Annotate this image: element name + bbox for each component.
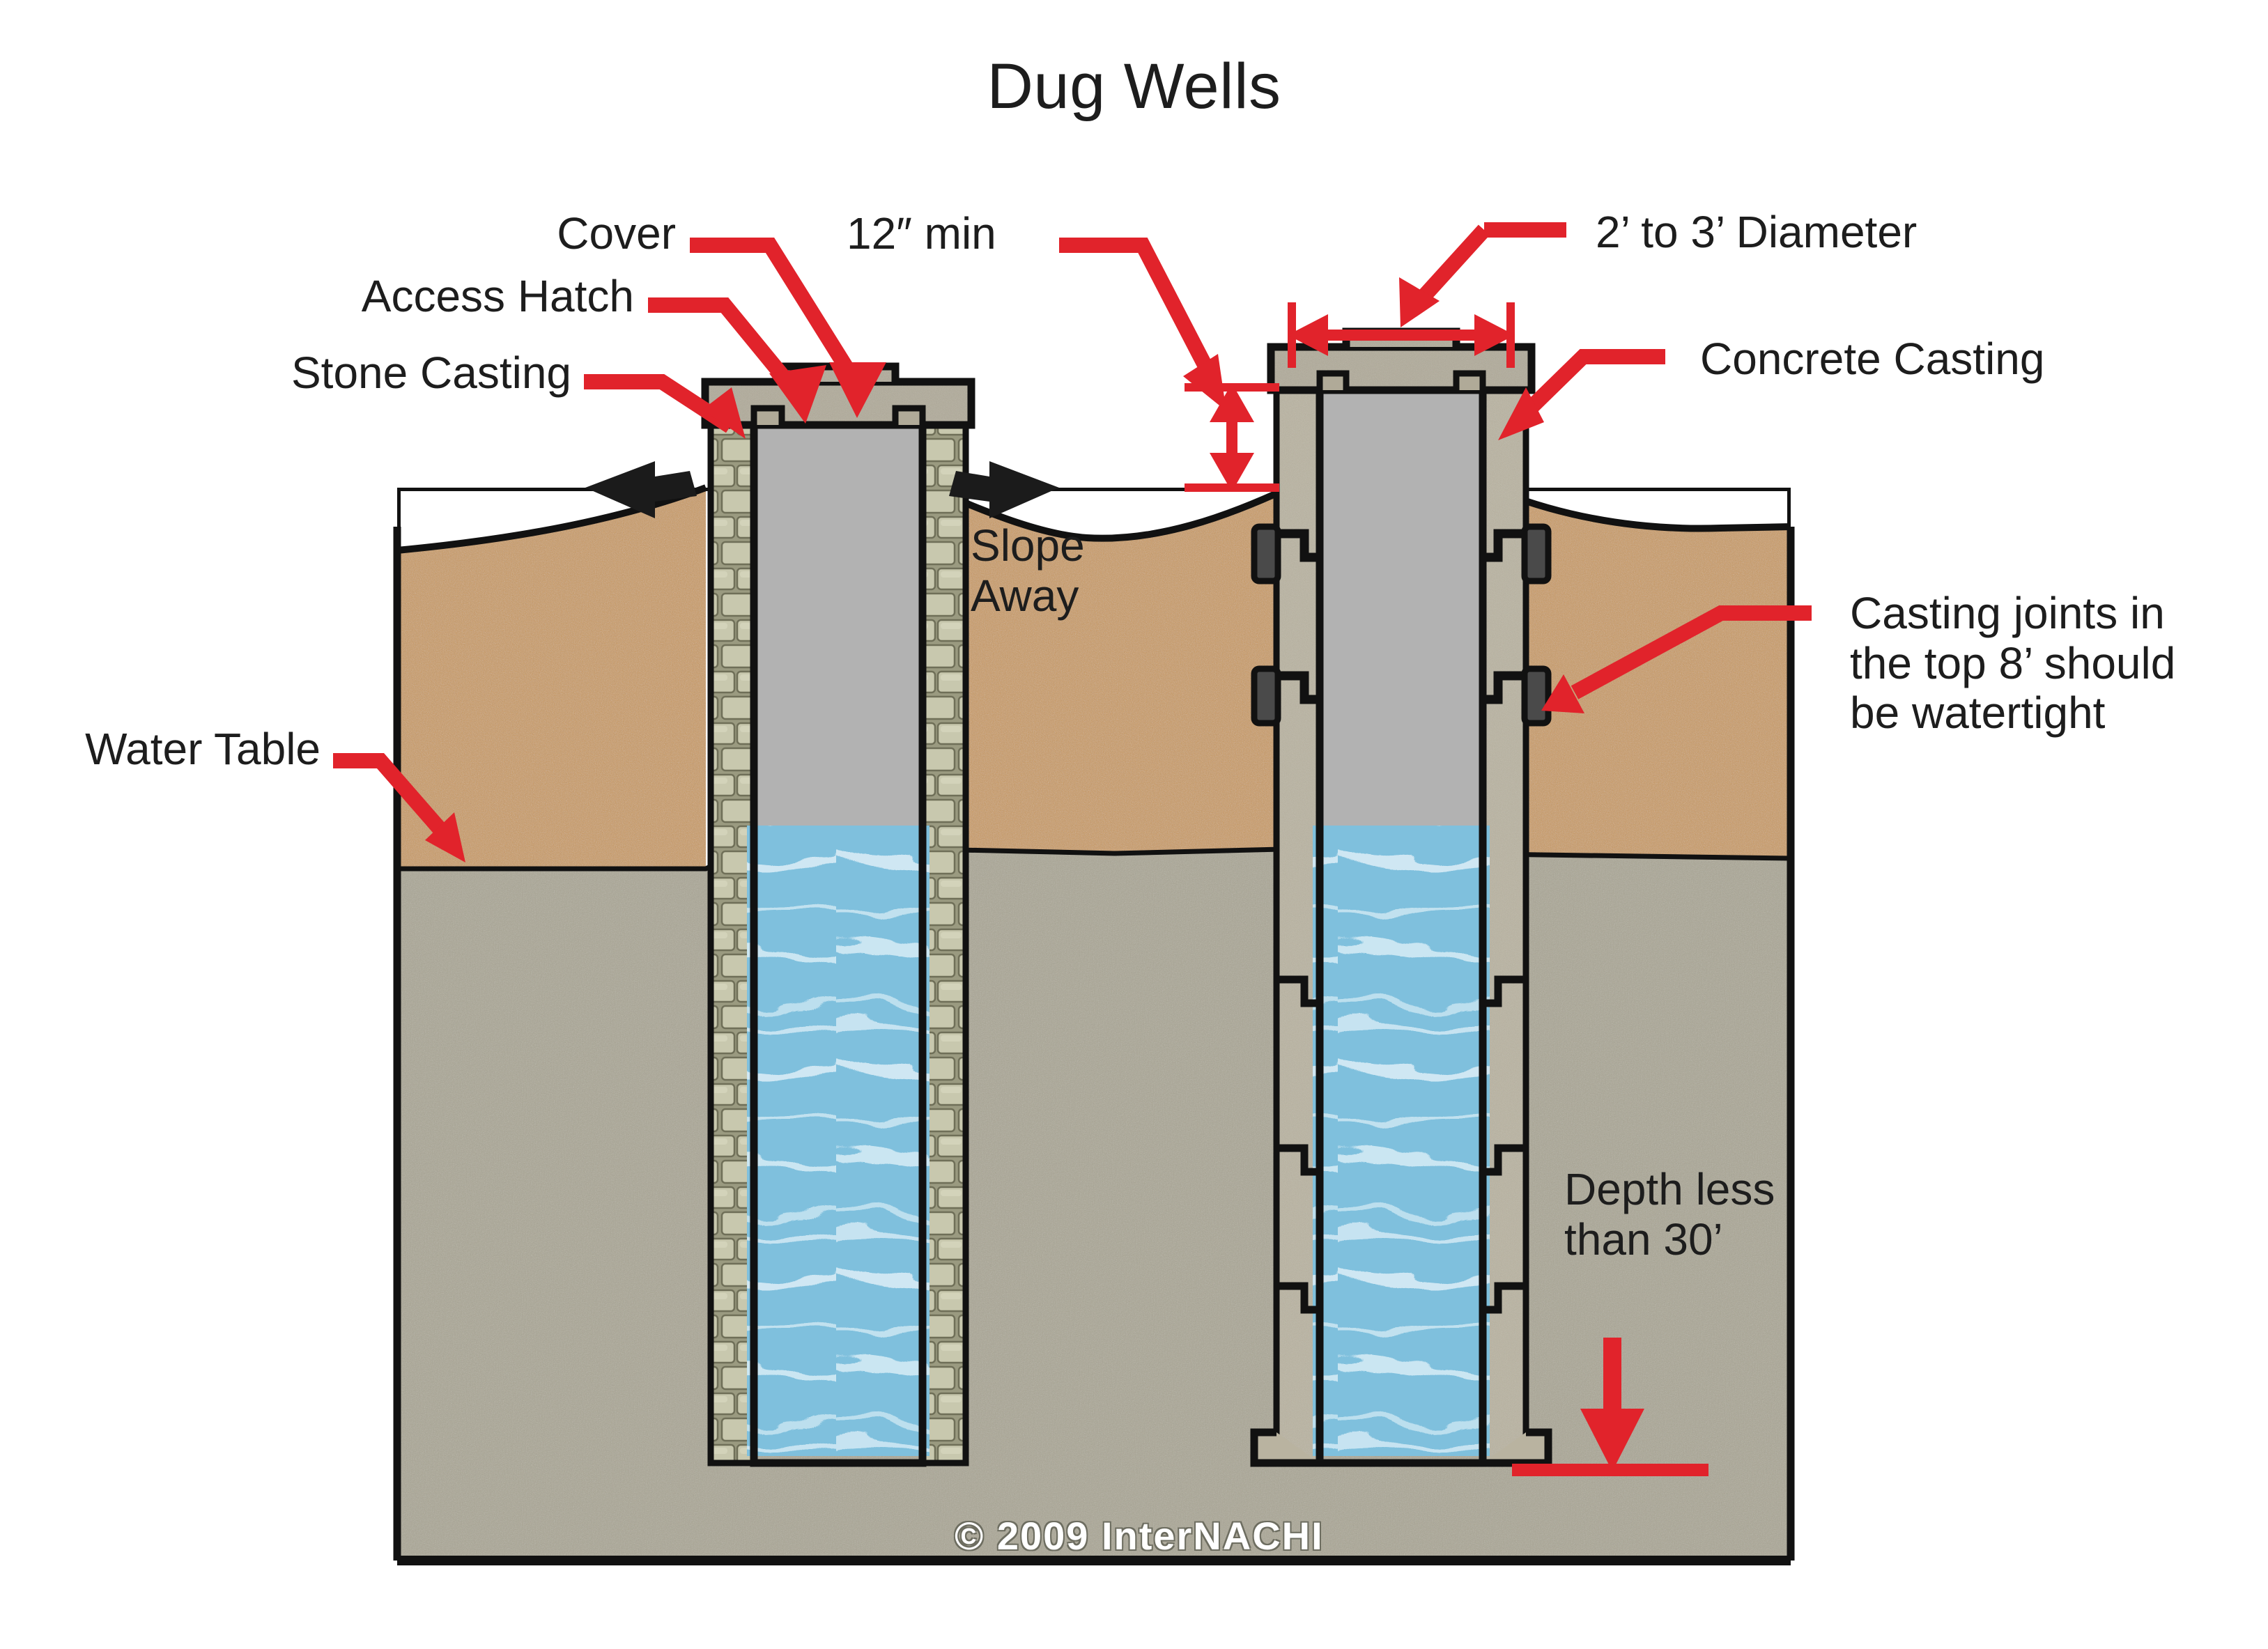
slope-arrow-right [949,461,1059,518]
left-shaft-water [747,826,929,1456]
label-casting-joints: Casting joints in the top 8’ should be w… [1850,588,2176,738]
arrowhead-casting-joints [1541,674,1584,713]
right-base-step-left [1250,1428,1320,1467]
left-cap-notch-a [750,405,785,425]
right-cap-notch-b [1453,370,1486,390]
label-water-table: Water Table [85,724,321,774]
label-access-hatch: Access Hatch [361,271,634,321]
right-cap-notch-a [1316,370,1350,390]
leader-12-min [1059,238,1219,384]
right-shaft-water [1313,826,1490,1456]
arrowhead-12-min [1183,354,1226,411]
casting-joint-upper-1 [1251,523,1552,584]
dimension-depth [1512,1338,1708,1476]
joint-seal-tab [1521,665,1552,727]
left-curb-slab [705,382,971,425]
slope-away-arrows [585,461,1059,518]
right-base-step-right [1483,1428,1552,1467]
stone-wall-right [923,411,966,1463]
casting-joint-upper-2 [1251,665,1552,727]
label-diameter: 2’ to 3’ Diameter [1596,207,1918,257]
casting-joints-line-1: Casting joints in [1850,588,2165,638]
page-title: Dug Wells [987,51,1281,122]
dimension-diameter [1288,302,1515,368]
depth-line-1: Depth less [1564,1164,1775,1214]
casting-joints-lower [1276,975,1526,1314]
label-stone-casting: Stone Casting [291,348,571,398]
left-cap-notch-b [892,405,926,425]
topsoil-middle [929,488,1289,853]
dimension-12in-min [1185,383,1279,492]
topsoil-right [1490,488,1791,858]
ground-block [393,484,1795,1565]
casting-joints-line-2: the top 8’ should [1850,637,2176,688]
depth-line-2: than 30’ [1564,1214,1723,1264]
left-well-stone-lined [701,362,975,1467]
slope-away-line-2: Away [971,570,1079,621]
leader-casting-joints [1571,605,1812,699]
joint-seal-tab [1251,523,1281,584]
arrowhead-stone-casting [702,387,746,439]
leader-cover [690,238,864,389]
leader-concrete-casting [1515,349,1665,424]
label-depth: Depth less than 30’ [1564,1164,1775,1264]
arrowhead-access-hatch [769,365,826,424]
copyright-watermark: © 2009 InterNACHI [955,1514,1324,1558]
joint-seal-tab [1251,665,1281,727]
slope-away-line-1: Slope [971,520,1085,571]
leader-water-table [333,753,452,842]
right-shaft-dry [1320,387,1483,829]
label-concrete-casting: Concrete Casting [1700,334,2045,384]
topsoil-left [397,488,706,869]
arrowhead-cover [829,362,886,418]
left-shaft-dry [754,418,923,829]
arrowhead-water-table [425,812,465,862]
leader-access-hatch [648,297,801,395]
joint-seal-tab [1521,523,1552,584]
label-cover: Cover [557,208,676,258]
right-curb-slab [1271,347,1532,390]
leader-diameter-stem [1410,224,1490,311]
slope-arrow-left [585,461,697,518]
right-well-concrete-casting [1250,327,1552,1467]
stone-wall-left [711,411,754,1463]
arrowhead-diameter [1399,277,1440,327]
arrowhead-concrete-casting [1498,387,1544,440]
label-slope-away: Slope Away [971,520,1085,621]
label-12-inch-min: 12″ min [847,208,996,258]
annotation-leaders [333,222,1812,1476]
casting-joints-line-3: be watertight [1850,688,2106,738]
